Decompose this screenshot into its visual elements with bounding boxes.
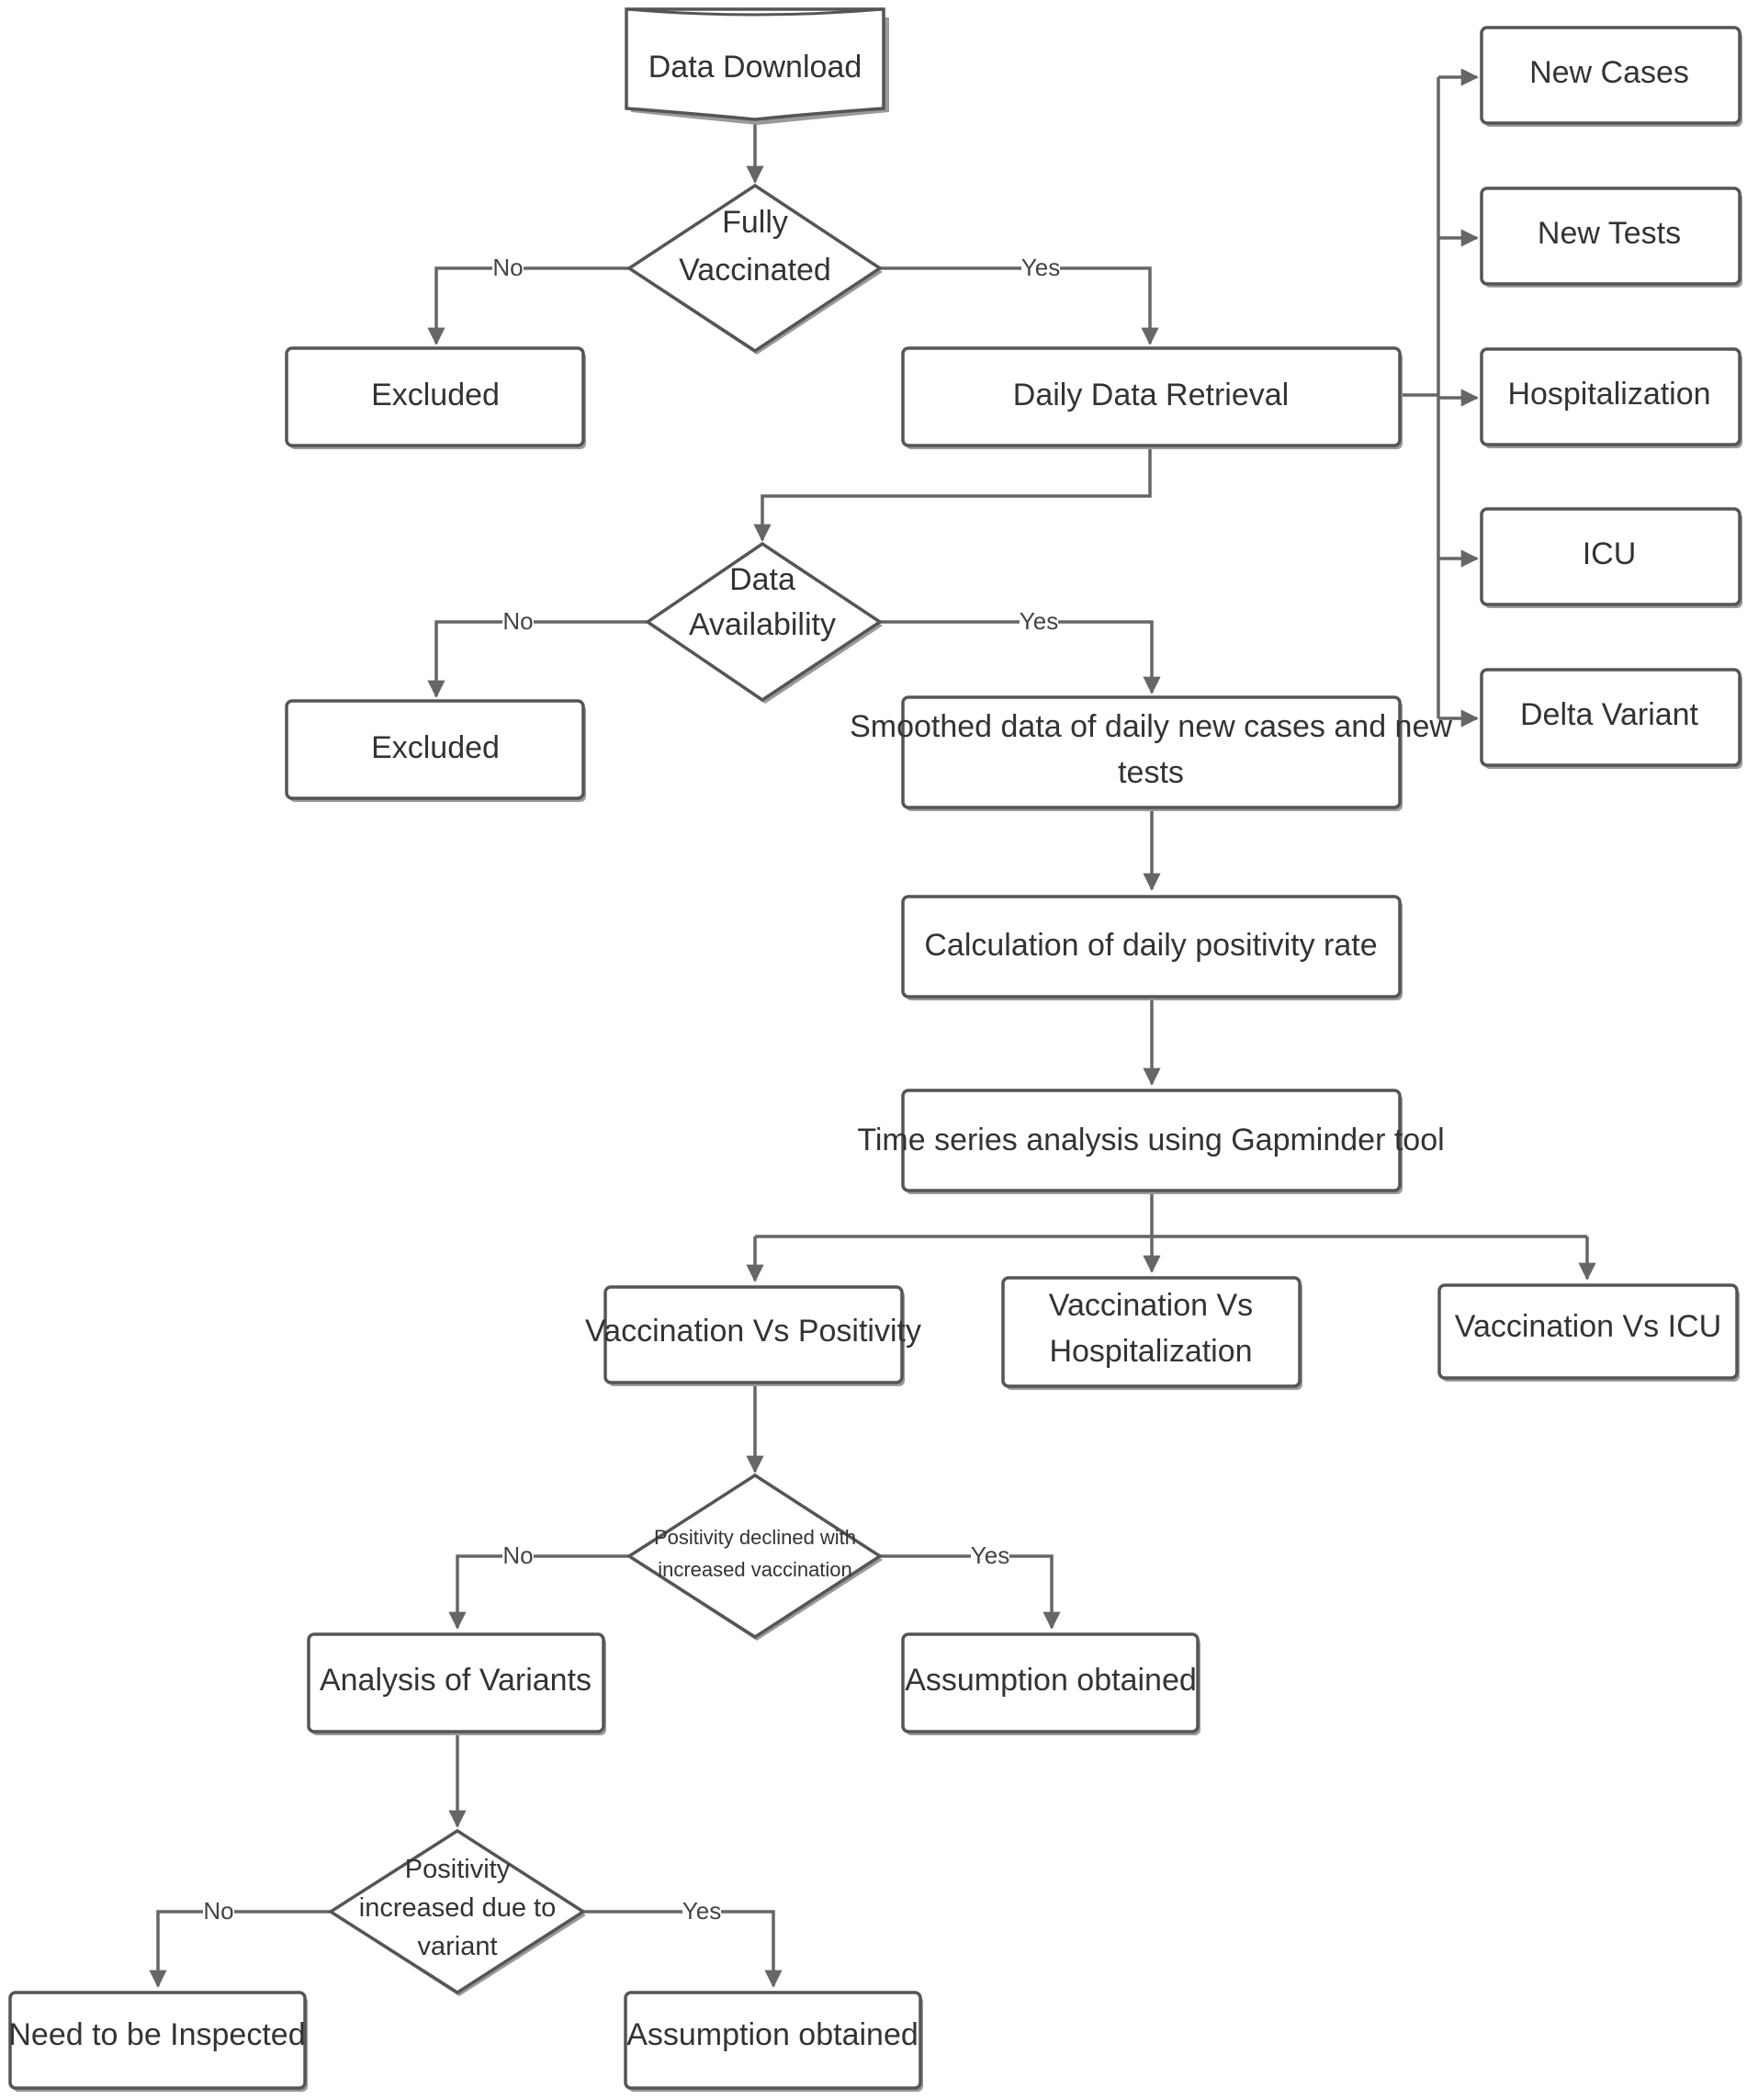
node-need-inspected: Need to be Inspected xyxy=(8,1991,308,2092)
svg-text:Smoothed data of daily new cas: Smoothed data of daily new cases and new xyxy=(850,709,1452,744)
edge-fully-vaccinated-no xyxy=(427,266,629,345)
svg-text:Data Download: Data Download xyxy=(648,50,862,85)
svg-text:Vaccination Vs: Vaccination Vs xyxy=(1049,1288,1253,1323)
node-vacc-hospitalization: Vaccination Vs Hospitalization xyxy=(1001,1276,1302,1390)
label-yes-4: Yes xyxy=(682,1897,721,1925)
node-delta-variant: Delta Variant xyxy=(1480,668,1742,769)
node-excluded-1: Excluded xyxy=(285,346,586,449)
label-no-2: No xyxy=(502,607,533,635)
label-yes-2: Yes xyxy=(1020,607,1058,635)
svg-text:Positivity declined with: Positivity declined with xyxy=(654,1526,856,1549)
svg-text:increased due to: increased due to xyxy=(359,1893,556,1923)
node-smoothed-data: Smoothed data of daily new cases and new… xyxy=(850,695,1452,811)
edge-declined-yes xyxy=(880,1554,1061,1630)
node-vacc-positivity: Vaccination Vs Positivity xyxy=(585,1285,921,1386)
svg-text:variant: variant xyxy=(417,1932,497,1961)
svg-text:ICU: ICU xyxy=(1583,536,1637,571)
edge-availability-yes xyxy=(880,620,1161,694)
edge-declined-no xyxy=(448,1554,629,1630)
node-positivity-rate: Calculation of daily positivity rate xyxy=(901,895,1403,1000)
decision-fully-vaccinated: Fully Vaccinated xyxy=(626,183,884,355)
svg-text:New Cases: New Cases xyxy=(1529,55,1689,90)
label-no-1: No xyxy=(492,254,523,281)
node-assumption-obtained-1: Assumption obtained xyxy=(901,1632,1200,1735)
svg-text:Fully: Fully xyxy=(722,205,788,240)
node-excluded-2: Excluded xyxy=(285,699,586,802)
node-assumption-obtained-2: Assumption obtained xyxy=(624,1991,923,2092)
decision-positivity-increased: Positivity increased due to variant xyxy=(327,1828,587,1996)
node-hospitalization: Hospitalization xyxy=(1480,347,1742,448)
svg-text:Delta Variant: Delta Variant xyxy=(1520,697,1699,732)
svg-text:Need to be Inspected: Need to be Inspected xyxy=(8,2017,305,2052)
svg-text:Availability: Availability xyxy=(689,607,836,642)
label-yes-3: Yes xyxy=(971,1541,1009,1569)
edges xyxy=(149,68,1596,1988)
label-no-3: No xyxy=(502,1541,533,1569)
svg-text:Assumption obtained: Assumption obtained xyxy=(905,1663,1197,1698)
svg-text:Analysis of Variants: Analysis of Variants xyxy=(320,1663,592,1698)
svg-text:Calculation of daily positivit: Calculation of daily positivity rate xyxy=(924,928,1377,963)
node-icu: ICU xyxy=(1480,507,1742,608)
svg-text:Excluded: Excluded xyxy=(371,730,500,765)
node-vacc-icu: Vaccination Vs ICU xyxy=(1437,1283,1740,1382)
decision-positivity-declined: Positivity declined with increased vacci… xyxy=(626,1473,884,1641)
edge-availability-no xyxy=(427,620,648,698)
svg-text:Vaccinated: Vaccinated xyxy=(679,253,831,288)
edge-retrieval-to-availability xyxy=(753,446,1152,542)
svg-text:Positivity: Positivity xyxy=(405,1855,511,1884)
node-new-cases: New Cases xyxy=(1480,26,1742,127)
svg-text:Assumption obtained: Assumption obtained xyxy=(626,2017,919,2052)
svg-text:Hospitalization: Hospitalization xyxy=(1049,1334,1252,1369)
svg-text:Data: Data xyxy=(729,562,795,597)
decision-data-availability: Data Availability xyxy=(644,541,884,704)
node-time-series: Time series analysis using Gapminder too… xyxy=(857,1089,1445,1194)
edge-increased-yes xyxy=(583,1910,783,1988)
svg-text:Excluded: Excluded xyxy=(371,378,500,412)
svg-text:Daily Data Retrieval: Daily Data Retrieval xyxy=(1013,378,1289,412)
edge-time-series-split xyxy=(755,1191,1587,1238)
edge-increased-no xyxy=(149,1910,331,1988)
node-data-download: Data Download xyxy=(625,7,889,125)
label-yes-1: Yes xyxy=(1021,254,1060,281)
svg-text:increased vaccination: increased vaccination xyxy=(658,1558,852,1581)
svg-text:Vaccination Vs ICU: Vaccination Vs ICU xyxy=(1455,1309,1721,1344)
edge-labels: No Yes No Yes No Yes No Yes xyxy=(203,254,1060,1925)
label-no-4: No xyxy=(203,1897,233,1925)
svg-text:New Tests: New Tests xyxy=(1538,216,1681,251)
svg-text:Vaccination Vs Positivity: Vaccination Vs Positivity xyxy=(585,1314,921,1349)
svg-text:Hospitalization: Hospitalization xyxy=(1507,377,1710,412)
node-daily-data-retrieval: Daily Data Retrieval xyxy=(901,346,1403,449)
node-analysis-variants: Analysis of Variants xyxy=(307,1632,606,1735)
svg-text:Time series analysis using Gap: Time series analysis using Gapminder too… xyxy=(857,1123,1444,1157)
node-new-tests: New Tests xyxy=(1480,186,1742,288)
svg-text:tests: tests xyxy=(1118,755,1184,790)
edge-fully-vaccinated-yes xyxy=(880,266,1159,345)
